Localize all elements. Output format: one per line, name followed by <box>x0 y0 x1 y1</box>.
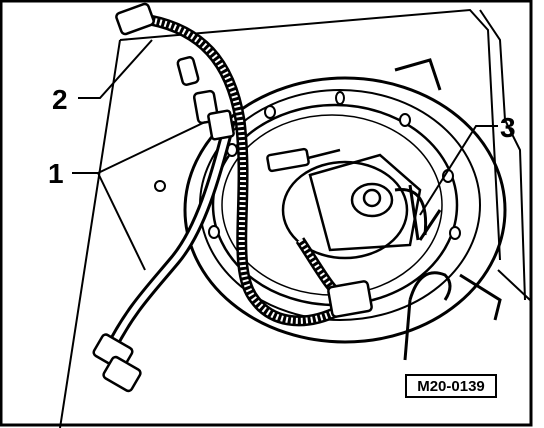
figure-reference: M20-0139 <box>405 374 497 398</box>
callout-3: 3 <box>500 112 516 143</box>
leader-1a <box>72 121 206 174</box>
leader-3 <box>419 125 498 216</box>
figure-reference-text: M20-0139 <box>417 377 485 395</box>
retaining-clip <box>394 58 502 361</box>
callout-1: 1 <box>48 158 64 189</box>
ring-bolts <box>154 91 461 240</box>
hose-couplings <box>92 2 373 393</box>
corrugated-hose <box>148 14 343 327</box>
leader-2 <box>78 39 153 99</box>
leader-1b <box>97 172 146 271</box>
callout-2: 2 <box>52 84 68 115</box>
leader-lines <box>72 39 498 271</box>
fuel-gauge-sender <box>394 184 442 241</box>
outer-border <box>0 0 533 427</box>
tank-panel <box>59 8 531 428</box>
